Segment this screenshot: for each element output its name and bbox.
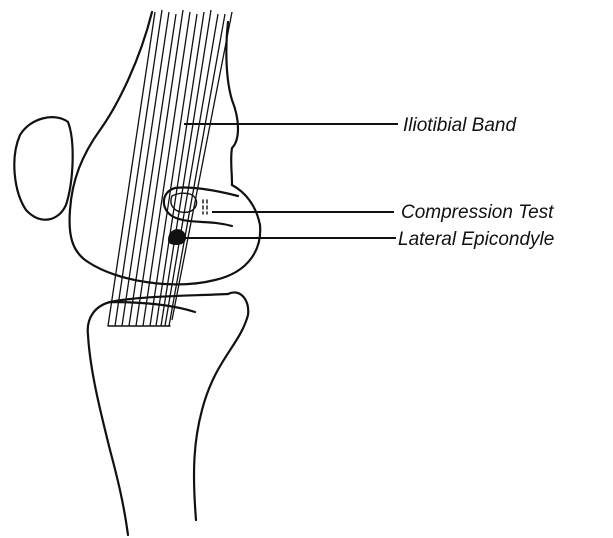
patella-outline xyxy=(14,117,72,220)
tibia-plateau-left xyxy=(88,302,195,535)
tibia-outline-right xyxy=(194,292,248,520)
thumb xyxy=(164,187,238,226)
label-iliotibial-band: Iliotibial Band xyxy=(403,115,517,136)
label-lateral-epicondyle: Lateral Epicondyle xyxy=(398,229,554,250)
femur-shaft-posterior xyxy=(226,22,238,185)
label-compression-test: Compression Test xyxy=(401,202,554,223)
